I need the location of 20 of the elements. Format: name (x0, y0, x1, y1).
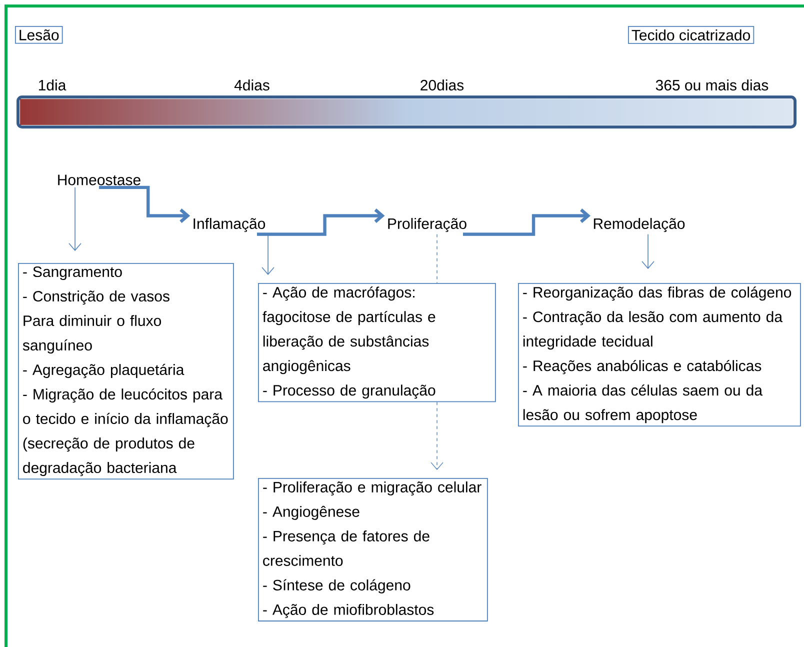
phase-label: Homeostase (58, 174, 140, 186)
arrow (257, 208, 385, 236)
arrow (463, 208, 591, 236)
arrow (642, 234, 654, 269)
stage-box: Tecido cicatrizado (628, 26, 754, 44)
description-box: - Proliferação e migração celular - Angiogênese - Presença de fatores de crescimento - Síntese de colágeno - Ação de miofibroblastos (258, 478, 488, 622)
description-box: - Ação de macrófagos: fagocitose de partículas e liberação de substâncias angiogênicas - Processo de granulação (258, 283, 496, 402)
arrow (262, 234, 274, 275)
phase-label: Remodelação (594, 218, 685, 232)
arrow (430, 402, 444, 470)
description-box: - Reorganização das fibras de colágeno - Contração da lesão com aumento da integridade tecidual - Reações anabólicas e catabólicas - A maioria das células saem ou da lesão ou sofrem apoptose (518, 283, 801, 427)
stage-box: Lesão (15, 26, 63, 44)
arrow (99, 186, 190, 223)
phase-label: Inflamação (194, 218, 266, 232)
timeline-bar (16, 96, 796, 128)
phase-label: Proliferação (388, 218, 466, 232)
time-label: 365 ou mais dias (656, 80, 768, 90)
time-label: 1dia (38, 80, 66, 90)
arrow (68, 187, 82, 251)
description-box: - Sangramento - Constrição de vasos Para diminuir o fluxo sanguíneo - Agregação plaquetária - Migração de leucócitos para o tecido e início da inflamação (secreção de produtos de degradação bacteriana (18, 263, 234, 480)
